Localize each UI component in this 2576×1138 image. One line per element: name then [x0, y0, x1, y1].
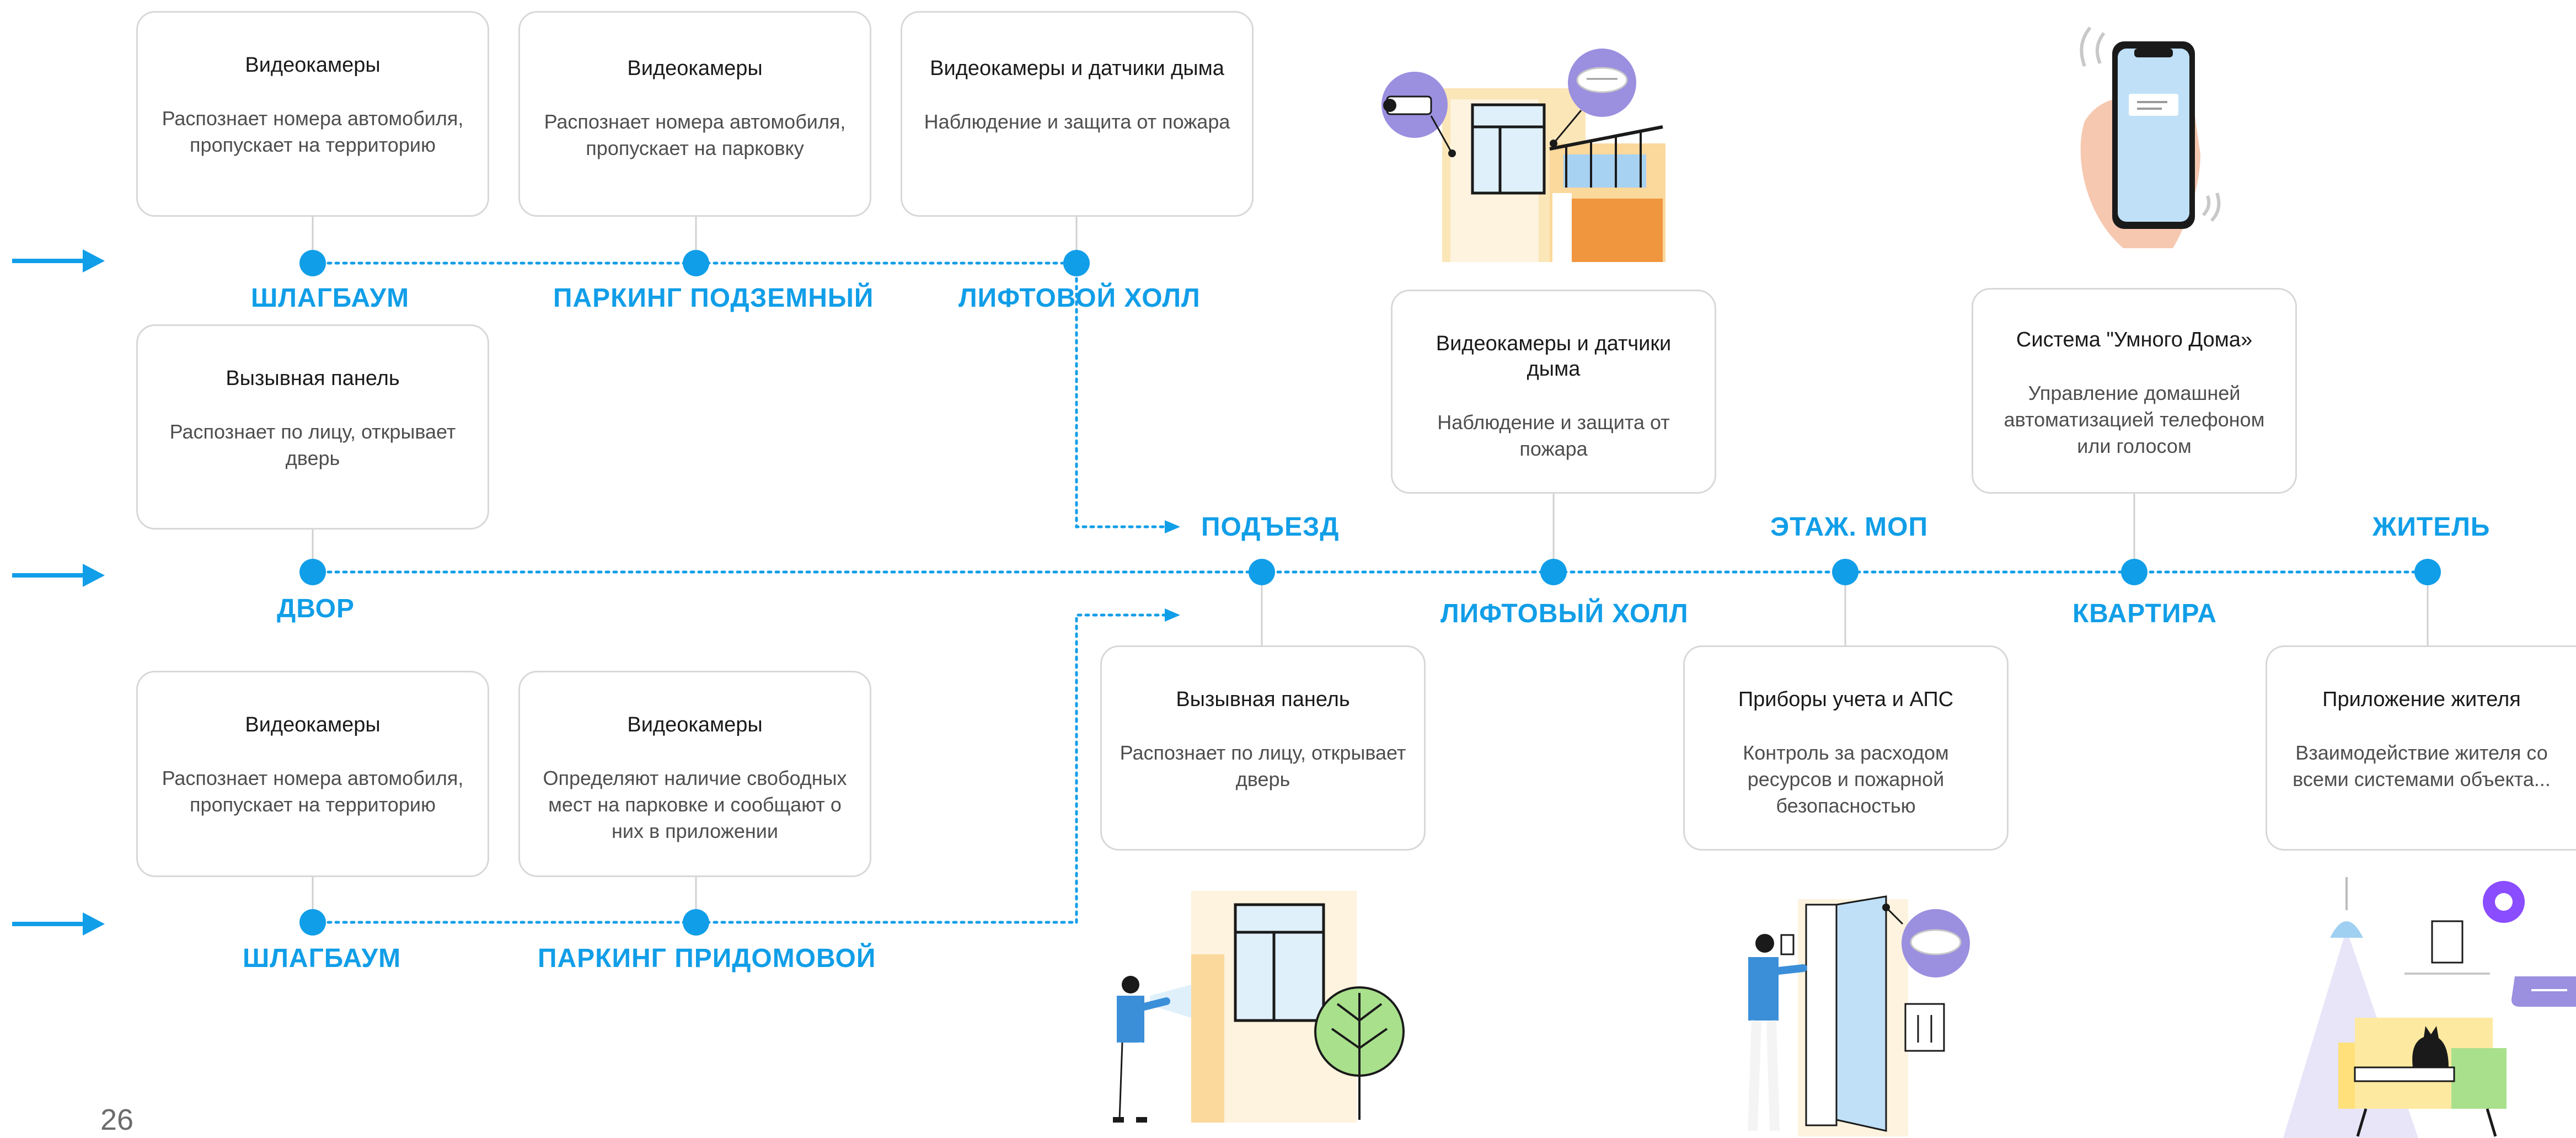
card-camera-smoke-elevator: Видеокамеры и датчики дыма Наблюдение и … [901, 11, 1254, 217]
apartment-illustration [2283, 877, 2576, 1138]
card-title: Система "Умного Дома» [2016, 328, 2253, 351]
station-dot [299, 250, 326, 276]
card-camera-gate-bottom: Видеокамеры Распознает номера автомобиля… [136, 671, 489, 877]
station-label-apartment: КВАРТИРА [2072, 599, 2217, 628]
floor-door-illustration [1748, 895, 1970, 1136]
card-title: Приборы учета и АПС [1738, 688, 1954, 711]
card-description: Распознает номера автомобиля, пропускает… [162, 767, 464, 816]
card-description: Наблюдение и защита от пожара [924, 110, 1230, 133]
card-resident-app: Приложение жителя Взаимодействие жителя … [2266, 645, 2576, 851]
entry-arrow-icon [12, 564, 105, 587]
card-camera-gate-top: Видеокамеры Распознает номера автомобиля… [136, 11, 489, 217]
card-camera-parking-yard: Видеокамеры Определяют наличие свободных… [518, 671, 871, 877]
station-label-parking-yard: ПАРКИНГ ПРИДОМОВОЙ [538, 944, 876, 973]
card-description: Распознает по лицу, открывает дверь [169, 420, 456, 469]
card-camera-smoke-elevator-hall: Видеокамеры и датчики дыма Наблюдение и … [1391, 290, 1716, 494]
card-description: Распознает номера автомобиля, пропускает… [544, 110, 846, 159]
card-title: Видеокамеры [627, 57, 763, 80]
card-description: Распознает по лицу, открывает дверь [1120, 741, 1406, 790]
card-title: Приложение жителя [2322, 688, 2521, 711]
station-label-parking-underground: ПАРКИНГ ПОДЗЕМНЫЙ [553, 284, 874, 313]
station-label-elevator-hall: ЛИФТОВЫЙ ХОЛЛ [1440, 599, 1689, 628]
card-meters: Приборы учета и АПС Контроль за расходом… [1683, 645, 2009, 851]
person-icon [1748, 934, 1807, 1131]
station-dot [1832, 559, 1859, 585]
meter-icon [1904, 1003, 1945, 1052]
card-description: Контроль за расходом ресурсов и пожарной… [1743, 741, 1949, 817]
card-title: Видеокамеры [245, 54, 381, 77]
entrance-illustration [1113, 891, 1405, 1123]
station-label-yard: ДВОР [277, 594, 355, 623]
card-title: Видеокамеры [245, 713, 381, 736]
station-dot [683, 250, 709, 276]
person-icon [1113, 976, 1170, 1123]
station-dot [683, 909, 709, 936]
building-camera-illustration [1381, 49, 1665, 262]
lamp-icon [2330, 877, 2363, 938]
card-description: Наблюдение и защита от пожара [1437, 411, 1670, 460]
station-dot [299, 559, 326, 585]
page-number: 26 [100, 1103, 134, 1136]
card-description: Распознает номера автомобиля, пропускает… [162, 107, 464, 156]
card-description: Управление домашней автоматизацией телеф… [2004, 382, 2265, 457]
station-label-gate-bottom: ШЛАГБАУМ [243, 944, 401, 973]
station-dot [2414, 559, 2441, 585]
station-dot [299, 909, 326, 936]
card-title: Вызывная панель [1176, 688, 1350, 711]
arrowhead-icon [1165, 608, 1180, 622]
station-label-entrance: ПОДЪЕЗД [1201, 512, 1340, 542]
card-call-panel-entrance: Вызывная панель Распознает по лицу, откр… [1100, 645, 1426, 851]
smartphone-illustration [2080, 26, 2221, 248]
chat-bubble-icon [2511, 976, 2576, 1007]
station-dot [1249, 559, 1275, 585]
entry-arrow-icon [12, 249, 105, 273]
card-call-panel-yard: Вызывная панель Распознает по лицу, откр… [136, 324, 489, 530]
card-title: Видеокамеры и датчики дыма [930, 57, 1224, 80]
station-label-resident: ЖИТЕЛЬ [2373, 512, 2491, 542]
card-description: Определяют наличие свободных мест на пар… [543, 767, 847, 842]
card-title: Видеокамеры и датчики дыма [1436, 332, 1672, 381]
station-dot [2121, 559, 2147, 585]
station-dot [1540, 559, 1567, 585]
station-label-gate-top: ШЛАГБАУМ [251, 284, 410, 313]
card-title: Вызывная панель [226, 367, 400, 390]
station-dot [1063, 250, 1090, 276]
card-camera-parking-underground: Видеокамеры Распознает номера автомобиля… [518, 11, 871, 217]
station-label-floor-common: ЭТАЖ. МОП [1770, 512, 1928, 542]
card-title: Видеокамеры [627, 713, 763, 736]
card-smart-home: Система "Умного Дома» Управление домашне… [1972, 288, 2297, 494]
entry-arrow-icon [12, 912, 105, 936]
arrowhead-icon [1165, 520, 1180, 533]
cat-icon [2412, 1026, 2449, 1067]
card-description: Взаимодействие жителя со всеми системами… [2293, 741, 2551, 790]
station-label-elevator-hall-top: ЛИФТОВОЙ ХОЛЛ [958, 284, 1201, 313]
